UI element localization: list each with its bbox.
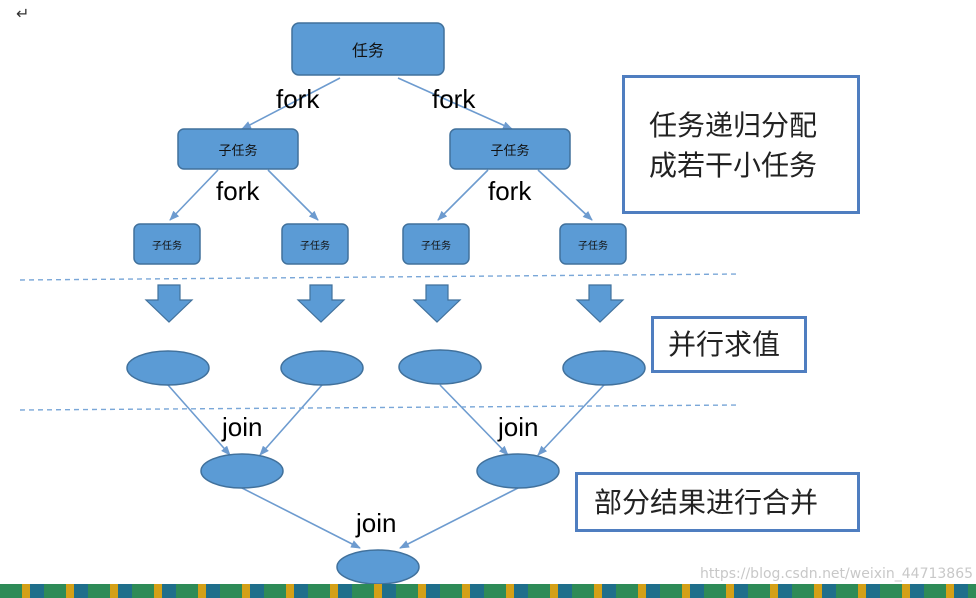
leaf-subtask-label: 子任务 [421, 239, 451, 252]
watermark-text: https://blog.csdn.net/weixin_44713865 [700, 566, 974, 582]
down-arrow-icon [296, 284, 346, 323]
down-arrow-icon [144, 284, 194, 323]
final-result-ellipse [336, 549, 420, 585]
result-ellipse [562, 350, 646, 386]
separator-line [19, 404, 741, 411]
fork-edges [169, 77, 593, 221]
note-line: 部分结果进行合并 [594, 486, 819, 519]
fork-label: fork [432, 84, 476, 114]
result-ellipse [398, 349, 482, 385]
root-task-node: 任务 [291, 22, 445, 76]
note-merge-results: 部分结果进行合并 [575, 472, 860, 532]
footer-stripe [0, 584, 976, 598]
fork-label: fork [216, 176, 260, 206]
root-task-label: 任务 [352, 41, 384, 60]
join-label: join [497, 412, 538, 442]
down-arrow-icon [412, 284, 462, 323]
subtask-label: 子任务 [490, 143, 529, 159]
leaf-subtask-label: 子任务 [578, 239, 608, 252]
note-recursive-split: 任务递归分配 成若干小任务 [622, 75, 860, 214]
result-ellipse [126, 350, 210, 386]
leaf-subtask-node: 子任务 [281, 223, 349, 265]
subtask-node: 子任务 [177, 128, 299, 170]
note-line: 任务递归分配 [649, 109, 818, 142]
join-edges [167, 384, 605, 549]
subtask-node: 子任务 [449, 128, 571, 170]
leaf-subtask-node: 子任务 [402, 223, 470, 265]
leaf-subtask-node: 子任务 [133, 223, 201, 265]
note-parallel-evaluate: 并行求值 [651, 316, 807, 373]
note-line: 成若干小任务 [649, 149, 818, 182]
result-ellipse [280, 350, 364, 386]
note-line: 并行求值 [668, 328, 781, 361]
join-label: join [355, 508, 396, 538]
leaf-subtask-node: 子任务 [559, 223, 627, 265]
separator-line [19, 273, 741, 281]
fork-label: fork [488, 176, 532, 206]
down-arrow-icon [575, 284, 625, 323]
merged-result-ellipse [476, 453, 560, 489]
leaf-subtask-label: 子任务 [152, 239, 182, 252]
subtask-label: 子任务 [218, 143, 257, 159]
fork-label: fork [276, 84, 320, 114]
text-caret: ↵ [16, 4, 30, 23]
merged-result-ellipse [200, 453, 284, 489]
leaf-subtask-label: 子任务 [300, 239, 330, 252]
join-label: join [221, 412, 262, 442]
